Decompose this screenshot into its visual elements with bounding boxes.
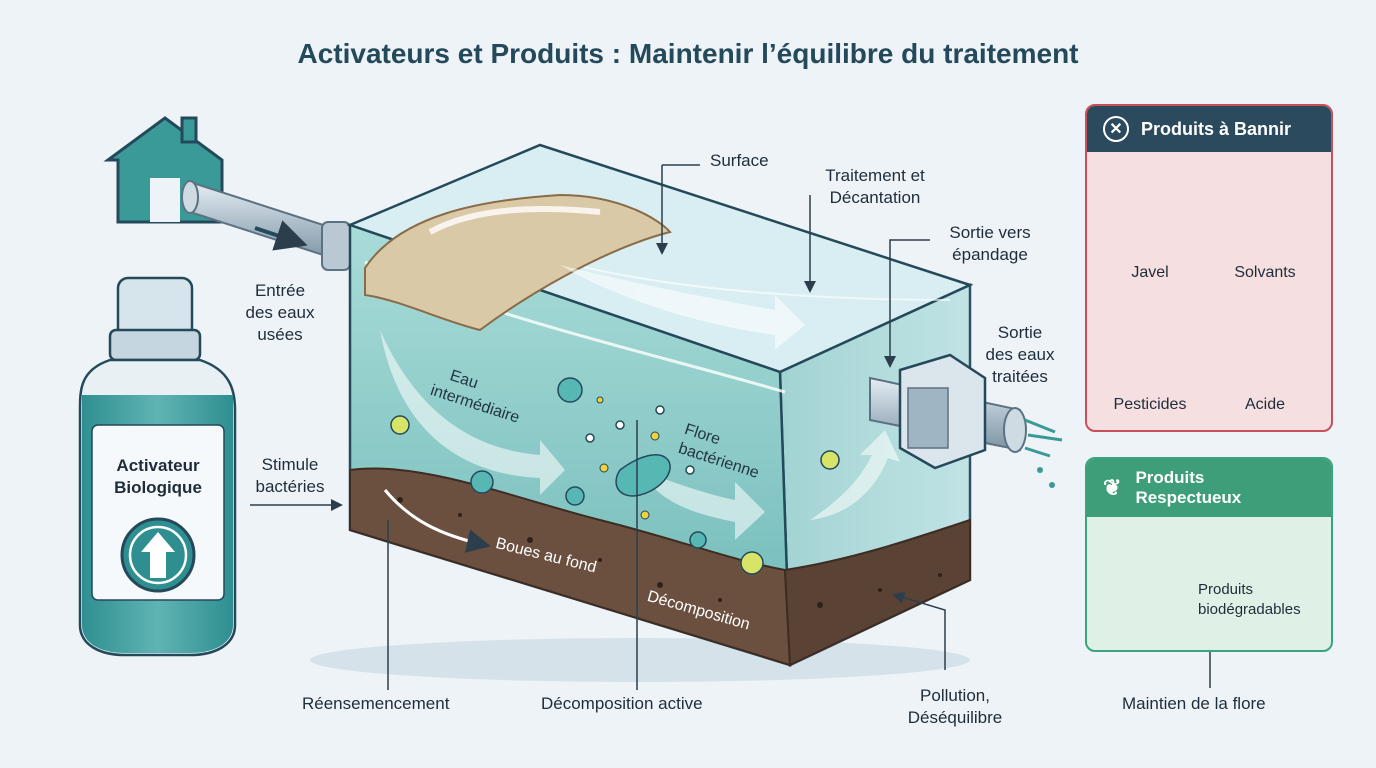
ok-panel-header: ❦ Produits Respectueux <box>1087 459 1331 517</box>
ban-products-panel: ✕ Produits à Bannir <box>1085 104 1333 432</box>
label-entree: Entrée des eaux usées <box>230 280 330 346</box>
ban-panel-header: ✕ Produits à Bannir <box>1087 106 1331 152</box>
label-maintien: Maintien de la flore <box>1122 694 1266 713</box>
page-title: Activateurs et Produits : Maintenir l’éq… <box>297 38 1079 69</box>
label-pollution-line: Pollution, <box>920 686 990 705</box>
label-desequilibre-line: Déséquilibre <box>907 708 1003 727</box>
label-sortie-epandage-line: épandage <box>952 245 1028 264</box>
bacteria-cluster <box>390 377 840 575</box>
ban-panel-title: Produits à Bannir <box>1141 118 1292 139</box>
outlet-pipe <box>869 353 1063 488</box>
label-surface: Surface <box>710 151 769 170</box>
ok-products-panel: ❦ Produits Respectueux <box>1085 457 1333 652</box>
label-stimule: Stimule bactéries <box>240 454 340 498</box>
bottle-label-line: Activateur <box>116 456 200 475</box>
ok-panel-title: Produits Respectueux <box>1135 468 1241 508</box>
ok-item-label: Produits biodégradables <box>1198 580 1301 620</box>
ok-item-line: biodégradables <box>1198 601 1301 618</box>
leaf-outline-icon: ❦ <box>1103 475 1122 500</box>
label-decomposition-active: Décomposition active <box>541 694 703 713</box>
label-sortie-epandage: Sortie vers épandage <box>930 222 1050 266</box>
label-stimule-line: Stimule <box>261 455 319 474</box>
label-entree-line: Entrée <box>254 281 306 300</box>
ok-title-line: Respectueux <box>1135 488 1242 507</box>
bottle-label: Activateur Biologique <box>92 455 224 499</box>
label-traitement-line: Traitement et <box>825 166 925 185</box>
ban-item-pesticides: Pesticides <box>1113 396 1187 413</box>
ban-item-solvants: Solvants <box>1234 264 1296 281</box>
bottle-label-line: Biologique <box>114 478 202 497</box>
label-sortie-eaux: Sortie des eaux traitées <box>975 322 1065 388</box>
close-circle-icon: ✕ <box>1103 116 1129 142</box>
label-stimule-line: bactéries <box>255 477 325 496</box>
inlet-pipe <box>181 180 351 271</box>
label-sortie-eaux-line: Sortie <box>997 323 1043 342</box>
label-sortie-eaux-line: traitées <box>992 367 1048 386</box>
label-sortie-eaux-line: des eaux <box>985 345 1055 364</box>
ok-title-line: Produits <box>1135 468 1205 487</box>
ban-item-acide: Acide <box>1244 396 1286 413</box>
label-traitement: Traitement et Décantation <box>800 165 950 209</box>
ok-item-line: Produits <box>1198 581 1254 598</box>
ban-item-javel: Javel <box>1131 264 1169 281</box>
label-entree-line: usées <box>257 325 303 344</box>
label-reensemencement: Réensemencement <box>302 694 450 713</box>
label-sortie-epandage-line: Sortie vers <box>949 223 1031 242</box>
label-entree-line: des eaux <box>245 303 315 322</box>
activator-bottle <box>78 276 237 657</box>
label-pollution: Pollution, Déséquilibre <box>880 685 1030 729</box>
label-traitement-line: Décantation <box>829 188 921 207</box>
